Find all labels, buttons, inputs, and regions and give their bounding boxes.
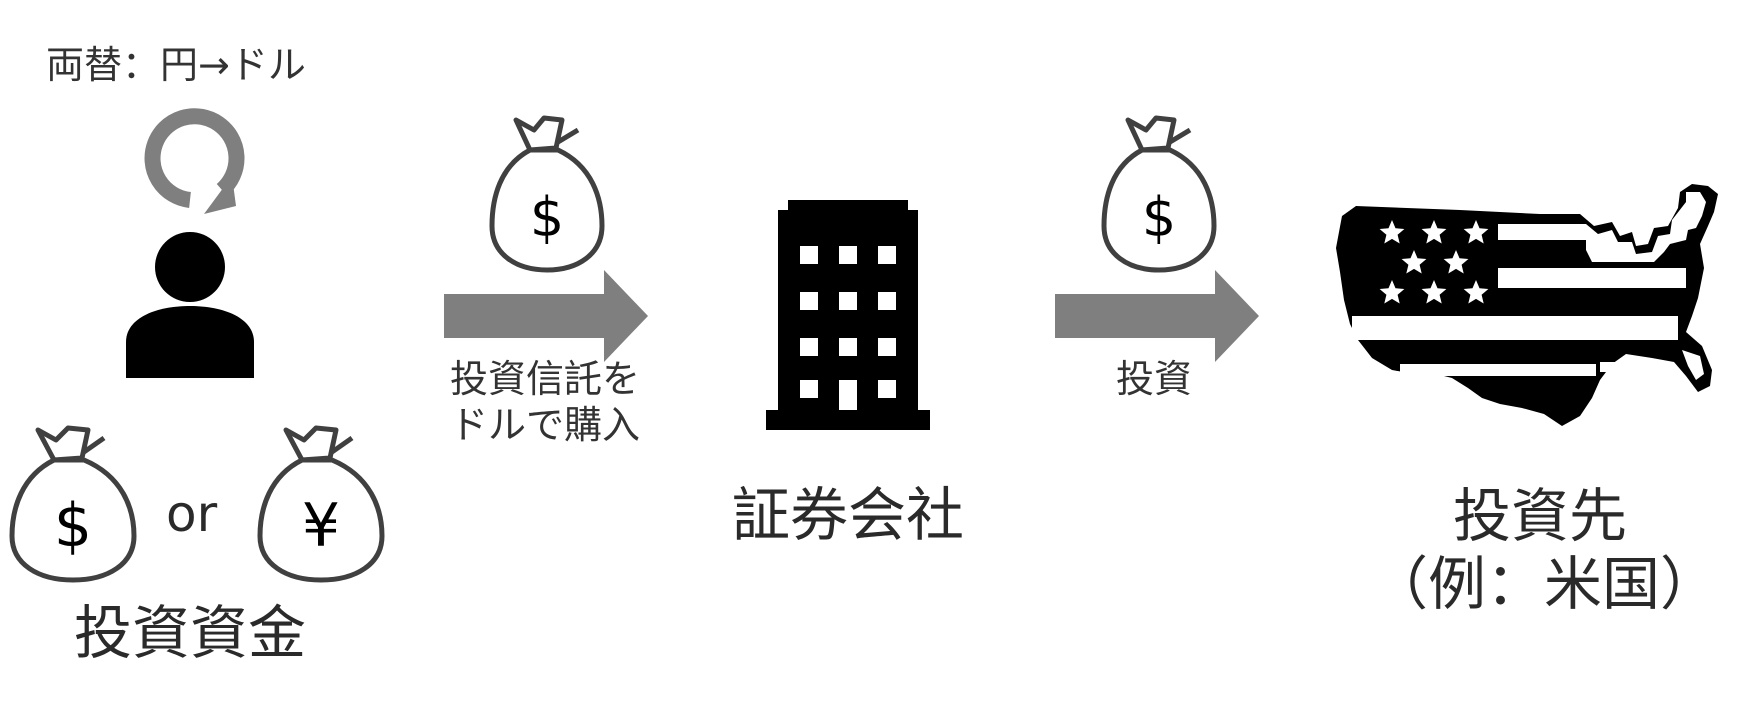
arrow1-bag-symbol: $: [530, 186, 564, 249]
refresh-icon: [144, 108, 245, 214]
arrow2-money-bag-icon: $: [1101, 115, 1217, 273]
arrow1-label-line1: 投資信託を: [449, 357, 640, 401]
investor-label: 投資資金: [74, 599, 307, 667]
bag-yen-symbol: ¥: [302, 491, 340, 561]
arrow-right-icon-1: [444, 270, 648, 362]
arrow2-label: 投資: [1116, 357, 1193, 401]
exchange-label: 両替：円→ドル: [46, 43, 306, 87]
or-label: or: [166, 485, 218, 543]
destination-label-line2: （例：米国）: [1370, 550, 1719, 619]
money-bag-dollar-icon: $: [9, 425, 137, 583]
usa-flag-map-icon: [1336, 184, 1718, 426]
bag-dollar-symbol: $: [54, 491, 92, 561]
money-bag-yen-icon: ¥: [257, 425, 385, 583]
securities-label: 証券会社: [732, 481, 965, 549]
destination-label-line1: 投資先: [1452, 482, 1627, 550]
building-icon: [766, 200, 930, 430]
arrow1-label-line2: ドルで購入: [449, 403, 640, 448]
arrow1-money-bag-icon: $: [489, 115, 605, 273]
arrow-right-icon-2: [1055, 270, 1259, 362]
person-icon: [126, 232, 254, 378]
arrow2-bag-symbol: $: [1142, 186, 1176, 249]
